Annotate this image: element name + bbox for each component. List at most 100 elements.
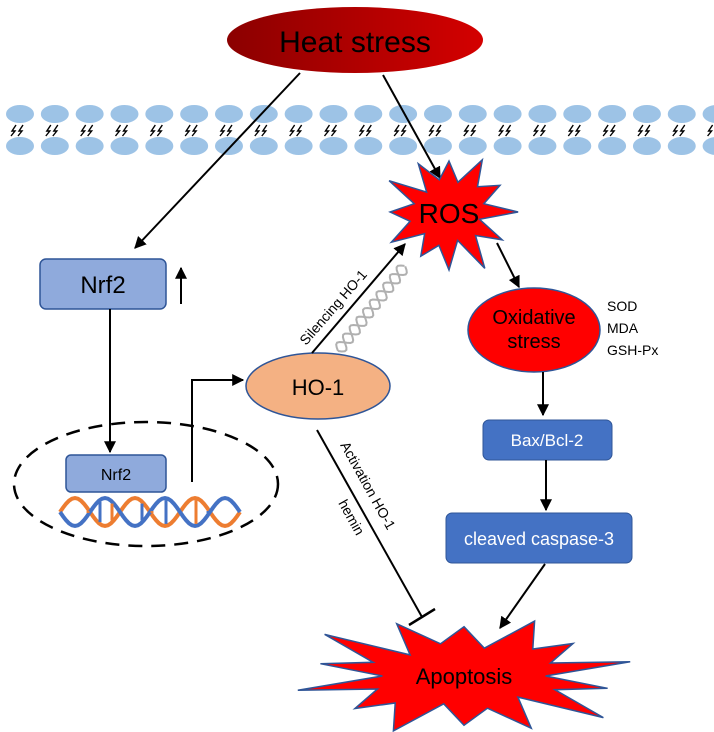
membrane-head-bottom: [702, 137, 714, 155]
lipid-tail-icon: [532, 124, 547, 137]
sirna-strand: [335, 266, 408, 352]
lipid-tail-icon: [184, 124, 198, 137]
membrane-head-top: [389, 105, 418, 123]
apoptosis-node: Apoptosis: [297, 619, 631, 732]
membrane-head-top: [249, 105, 278, 123]
nucleus-outline: [12, 420, 280, 548]
ho1-label: HO-1: [292, 375, 345, 400]
lipid-tail-icon: [45, 124, 59, 137]
dna-strand-blue: [58, 495, 242, 529]
lipid-tail-icon: [707, 124, 714, 137]
membrane-head-top: [563, 105, 592, 123]
lipid-tail-icon: [637, 124, 651, 137]
caspase3-box: cleaved caspase-3: [445, 512, 633, 564]
nrf2-label: Nrf2: [80, 272, 125, 299]
arrow-nucleus-to-ho1: [191, 374, 245, 482]
membrane-head-bottom: [493, 137, 522, 155]
membrane-head-bottom: [458, 137, 487, 155]
lipid-tail-icon: [10, 124, 24, 137]
membrane-head-bottom: [319, 137, 348, 155]
membrane-head-bottom: [214, 137, 243, 155]
arrow-silencing-ho1: [311, 243, 406, 354]
membrane-head-bottom: [563, 137, 592, 155]
caspase3-label: cleaved caspase-3: [464, 529, 614, 549]
sirna-helix-icon: [335, 264, 408, 353]
lipid-tail-icon: [80, 124, 94, 137]
membrane-head-bottom: [632, 137, 661, 155]
membrane-head-bottom: [598, 137, 627, 155]
arrow-heat-to-nrf2: [134, 72, 301, 249]
ho1-node: HO-1: [245, 352, 391, 420]
lipid-tail-icon: [114, 124, 129, 137]
lipid-tail-icon: [428, 124, 442, 137]
bax-bcl2-label: Bax/Bcl-2: [511, 431, 584, 450]
membrane-head-top: [354, 105, 383, 123]
nrf2-nucleus-label: Nrf2: [101, 467, 131, 484]
membrane-head-top: [423, 105, 452, 123]
membrane-head-top: [319, 105, 348, 123]
dna-helix-icon: [58, 495, 242, 529]
lipid-tail-icon: [358, 124, 372, 137]
marker-mda: MDA: [607, 320, 639, 336]
membrane-head-bottom: [528, 137, 557, 155]
membrane-head-top: [667, 105, 696, 123]
heat-stress-node: Heat stress: [227, 7, 483, 73]
membrane-head-bottom: [6, 137, 34, 155]
membrane-head-top: [145, 105, 174, 123]
ros-node: ROS: [388, 157, 519, 273]
oxidative-label-line2: stress: [507, 331, 560, 353]
membrane-head-top: [284, 105, 313, 123]
hemin-label: hemin: [335, 497, 367, 538]
apoptosis-label: Apoptosis: [416, 664, 513, 689]
membrane-head-top: [75, 105, 104, 123]
inhibition-line-activation-ho1: [316, 429, 423, 618]
oxidative-label-line1: Oxidative: [492, 307, 575, 329]
cell-membrane: [6, 105, 714, 155]
membrane-head-bottom: [40, 137, 69, 155]
membrane-head-top: [702, 105, 714, 123]
membrane-head-top: [528, 105, 557, 123]
membrane-head-bottom: [389, 137, 418, 155]
membrane-head-bottom: [75, 137, 104, 155]
inhibition-bar-icon: [408, 607, 436, 627]
nrf2-nucleus-box: Nrf2: [65, 454, 167, 493]
ros-label: ROS: [419, 198, 480, 229]
lipid-tail-icon: [289, 124, 303, 137]
membrane-head-bottom: [423, 137, 452, 155]
lipid-tail-icon: [254, 124, 268, 137]
membrane-head-bottom: [110, 137, 139, 155]
membrane-head-top: [110, 105, 139, 123]
membrane-head-bottom: [249, 137, 278, 155]
oxidative-stress-node: Oxidative stress: [467, 287, 601, 373]
marker-gsh-px: GSH-Px: [607, 342, 658, 358]
lipid-tail-icon: [323, 124, 338, 137]
membrane-head-top: [6, 105, 34, 123]
membrane-head-bottom: [354, 137, 383, 155]
membrane-head-top: [598, 105, 627, 123]
arrow-ros-to-oxidative: [496, 242, 520, 289]
membrane-head-bottom: [145, 137, 174, 155]
membrane-head-top: [214, 105, 243, 123]
lipid-tail-icon: [393, 124, 407, 137]
membrane-head-top: [180, 105, 209, 123]
membrane-head-top: [458, 105, 487, 123]
ros-starburst: [388, 157, 519, 273]
lipid-tail-icon: [672, 124, 686, 137]
heat-stress-label: Heat stress: [279, 26, 431, 59]
membrane-head-bottom: [284, 137, 313, 155]
membrane-head-top: [493, 105, 522, 123]
arrow-heat-to-ros: [382, 74, 441, 180]
membrane-head-top: [40, 105, 69, 123]
bax-bcl2-box: Bax/Bcl-2: [482, 419, 613, 461]
membrane-head-bottom: [180, 137, 209, 155]
silencing-ho1-label: Silencing HO-1: [296, 266, 370, 348]
lipid-tail-icon: [602, 124, 616, 137]
lipid-tail-icon: [463, 124, 477, 137]
lipid-tail-icon: [149, 124, 163, 137]
apoptosis-starburst: [297, 619, 631, 732]
arrow-caspase-to-apoptosis: [499, 563, 546, 629]
nrf2-box: Nrf2: [39, 258, 167, 310]
membrane-head-bottom: [667, 137, 696, 155]
lipid-tail-icon: [498, 124, 512, 137]
